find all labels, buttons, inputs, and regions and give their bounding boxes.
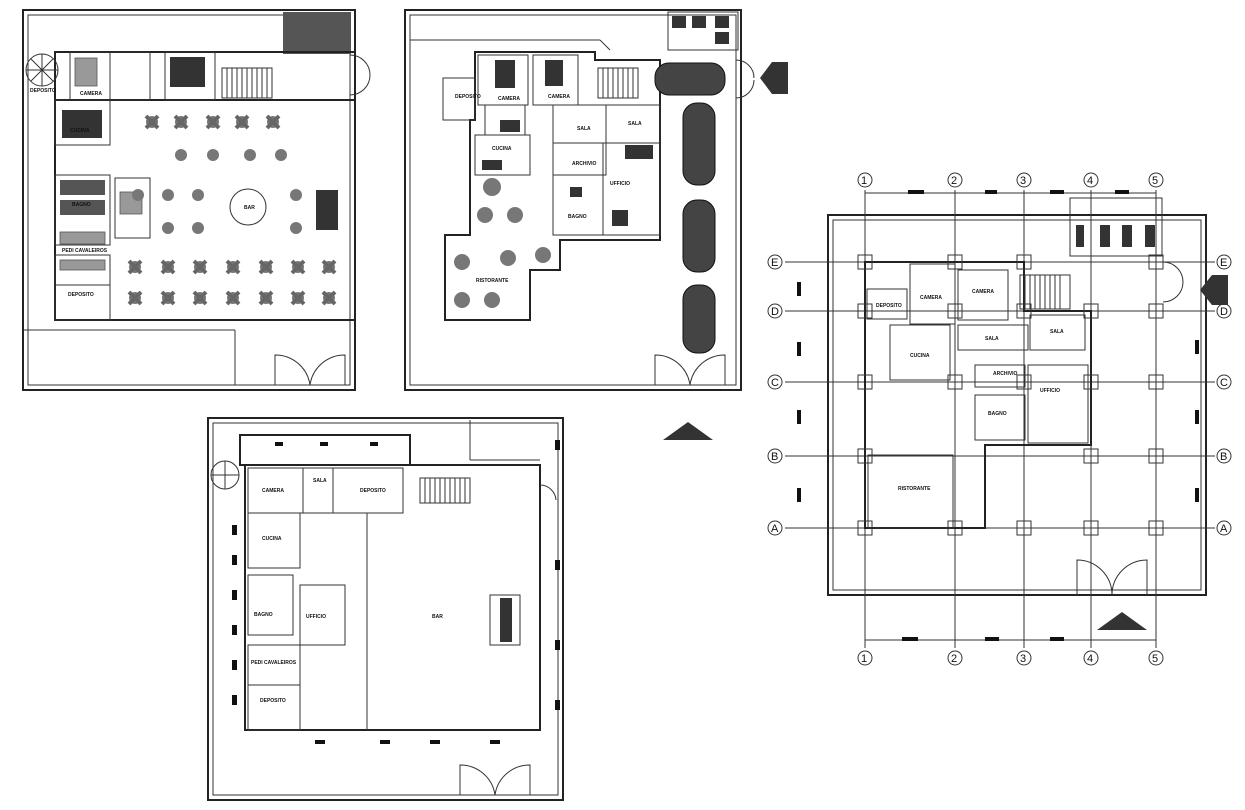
grid-letter-left-c: C — [771, 377, 779, 389]
grid-bubbles-top: 1 2 3 4 5 — [857, 172, 1164, 188]
entry-arrow-b — [760, 62, 788, 94]
grid-letter-left-b: B — [771, 451, 778, 463]
plan-d: 1 2 3 4 5 1 2 3 4 5 E D C B A — [767, 172, 1232, 666]
label-d-sala-1: SALA — [985, 336, 999, 342]
label-d-bagno: BAGNO — [988, 411, 1007, 417]
label-c-sala: SALA — [313, 478, 327, 484]
grid-num-top-2: 2 — [951, 175, 957, 187]
label-b-cucina: CUCINA — [492, 146, 512, 152]
grid-bubbles-bottom: 1 2 3 4 5 — [857, 650, 1164, 666]
plan-a: DEPOSITO CAMERA CUCINA BAR BAGNO PEDI CA… — [22, 9, 371, 391]
label-a-bar: BAR — [244, 205, 255, 211]
label-a-deposito-2: DEPOSITO — [68, 292, 94, 298]
label-c-pedi-cavaleiros: PEDI CAVALEIROS — [251, 660, 297, 666]
grid-letter-right-a: A — [1220, 523, 1228, 535]
central-round-feature-a — [229, 188, 267, 226]
label-d-cucina: CUCINA — [910, 353, 930, 359]
stair-a — [221, 67, 273, 99]
car-2 — [682, 102, 716, 186]
hatched-block — [283, 12, 351, 54]
grid-num-bottom-1: 1 — [861, 653, 867, 665]
plan-c: CAMERA SALA DEPOSITO CUCINA BAGNO UFFICI… — [207, 417, 564, 801]
label-c-ufficio: UFFICIO — [306, 614, 326, 620]
label-b-camera-1: CAMERA — [498, 96, 520, 102]
grid-num-top-5: 5 — [1152, 175, 1158, 187]
label-d-deposito: DEPOSITO — [876, 303, 902, 309]
label-b-camera-2: CAMERA — [548, 94, 570, 100]
label-b-ristorante: RISTORANTE — [476, 278, 509, 284]
grid-letter-right-d: D — [1220, 306, 1228, 318]
label-d-ristorante: RISTORANTE — [898, 486, 931, 492]
grid-letter-right-c: C — [1220, 377, 1228, 389]
label-b-sala-2: SALA — [628, 121, 642, 127]
label-a-pedi-cavaleiros: PEDI CAVALEIROS — [62, 248, 108, 254]
grid-letter-left-e: E — [771, 257, 778, 269]
grid-bubbles-right: E D C B A — [1216, 254, 1232, 536]
north-arrow-1 — [663, 422, 713, 440]
car-4 — [682, 284, 716, 354]
north-arrow-2 — [1097, 612, 1147, 630]
label-c-camera: CAMERA — [262, 488, 284, 494]
structural-grid — [785, 190, 1215, 648]
label-d-camera-2: CAMERA — [972, 289, 994, 295]
label-c-cucina: CUCINA — [262, 536, 282, 542]
entry-arrow-d — [1200, 275, 1228, 305]
label-c-bagno: BAGNO — [254, 612, 273, 618]
car-3 — [682, 199, 716, 273]
grid-columns — [857, 254, 1164, 536]
label-c-bar: BAR — [432, 614, 443, 620]
car-1 — [654, 62, 726, 96]
grid-num-bottom-2: 2 — [951, 653, 957, 665]
dining-tables-a — [127, 114, 337, 306]
grid-num-bottom-5: 5 — [1152, 653, 1158, 665]
label-b-bagno: BAGNO — [568, 214, 587, 220]
label-a-cucina: CUCINA — [70, 128, 90, 134]
grid-num-top-4: 4 — [1087, 175, 1093, 187]
grid-num-bottom-4: 4 — [1087, 653, 1093, 665]
label-d-ufficio: UFFICIO — [1040, 388, 1060, 394]
parked-cars — [654, 62, 726, 354]
plan-b: DEPOSITO CAMERA CAMERA CUCINA SALA SALA … — [404, 9, 788, 391]
label-c-deposito-2: DEPOSITO — [260, 698, 286, 704]
label-c-deposito: DEPOSITO — [360, 488, 386, 494]
label-b-sala-1: SALA — [577, 126, 591, 132]
label-d-camera-1: CAMERA — [920, 295, 942, 301]
grid-letter-left-d: D — [771, 306, 779, 318]
entrance-door-a — [274, 354, 311, 386]
label-d-sala-2: SALA — [1050, 329, 1064, 335]
grid-letter-right-b: B — [1220, 451, 1227, 463]
dining-tables-b — [454, 178, 551, 308]
grid-num-top-1: 1 — [861, 175, 867, 187]
grid-letter-left-a: A — [771, 523, 779, 535]
label-b-deposito: DEPOSITO — [455, 94, 481, 100]
label-a-bagno: BAGNO — [72, 202, 91, 208]
grid-bubbles-left: E D C B A — [767, 254, 783, 536]
grid-num-bottom-3: 3 — [1020, 653, 1026, 665]
label-b-archivio: ARCHIVIO — [572, 161, 597, 167]
label-a-deposito: DEPOSITO — [30, 88, 56, 94]
grid-num-top-3: 3 — [1020, 175, 1026, 187]
label-d-archivio: ARCHIVIO — [993, 371, 1018, 377]
grid-letter-right-e: E — [1220, 257, 1227, 269]
label-b-ufficio: UFFICIO — [610, 181, 630, 187]
label-a-camera: CAMERA — [80, 91, 102, 97]
